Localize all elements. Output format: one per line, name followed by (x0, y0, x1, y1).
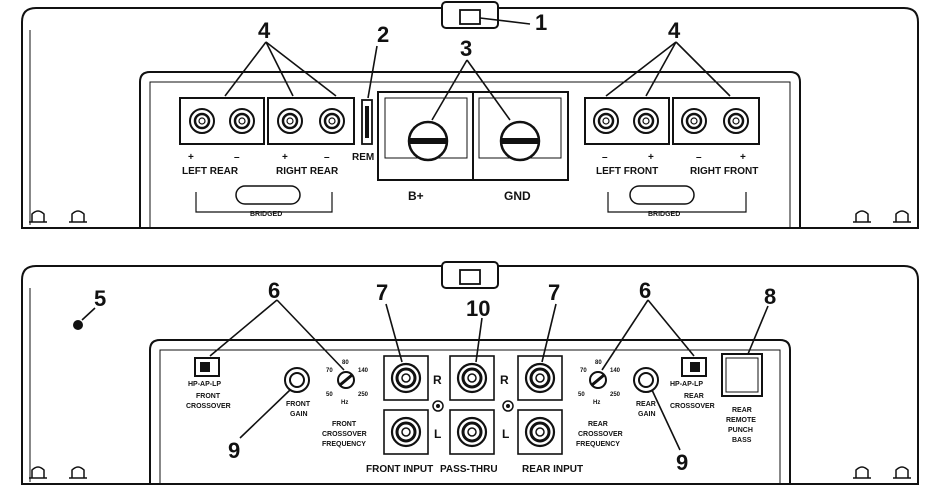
left-front-minus: – (602, 152, 608, 163)
callout-1: 1 (535, 10, 547, 35)
label-l-2: L (502, 427, 509, 441)
rear-xf-1: REAR (588, 421, 608, 428)
punch-bass-1: REAR (732, 407, 752, 414)
right-front-label: RIGHT FRONT (690, 166, 758, 177)
front-dial-70: 70 (326, 368, 333, 374)
rear-gain-1: REAR (636, 401, 656, 408)
label-r-2: R (500, 373, 509, 387)
right-rear-label: RIGHT REAR (276, 166, 339, 177)
callout-3: 3 (460, 36, 472, 61)
rear-dial-80: 80 (595, 360, 602, 366)
front-crossover-1: FRONT (196, 393, 221, 400)
rem-label: REM (352, 152, 374, 163)
punch-bass-3: PUNCH (728, 427, 753, 434)
front-hp-ap-lp: HP-AP-LP (188, 381, 221, 388)
right-front-plus: + (740, 152, 746, 163)
front-xf-3: FREQUENCY (322, 441, 366, 448)
callout-4-left: 4 (258, 18, 271, 43)
rear-input-label: REAR INPUT (522, 464, 583, 475)
callout-7-left: 7 (376, 280, 388, 305)
callout-2: 2 (377, 22, 389, 47)
gnd-label: GND (504, 189, 531, 203)
callout-9-right: 9 (676, 450, 688, 475)
front-gain-1: FRONT (286, 401, 311, 408)
callout-5: 5 (94, 286, 106, 311)
rear-crossover-1: REAR (684, 393, 704, 400)
pass-thru-label: PASS-THRU (440, 464, 498, 475)
right-front-minus: – (696, 152, 702, 163)
front-crossover-2: CROSSOVER (186, 403, 231, 410)
bplus-label: B+ (408, 189, 424, 203)
bridged-label-right: BRIDGED (648, 211, 680, 218)
rear-dial-70: 70 (580, 368, 587, 374)
rear-crossover-2: CROSSOVER (670, 403, 715, 410)
front-dial-140: 140 (358, 368, 369, 374)
left-rear-minus: – (234, 152, 240, 163)
front-xf-2: CROSSOVER (322, 431, 367, 438)
front-dial-80: 80 (342, 360, 349, 366)
front-dial-50: 50 (326, 392, 333, 398)
callout-6-left: 6 (268, 278, 280, 303)
callout-9-left: 9 (228, 438, 240, 463)
bottom-panel (21, 261, 919, 485)
top-panel (21, 1, 919, 229)
rear-dial-hz: Hz (593, 400, 600, 406)
right-rear-plus: + (282, 152, 288, 163)
right-rear-minus: – (324, 152, 330, 163)
front-input-label: FRONT INPUT (366, 464, 433, 475)
rear-gain-2: GAIN (638, 411, 656, 418)
rear-dial-250: 250 (610, 392, 621, 398)
rear-dial-50: 50 (578, 392, 585, 398)
punch-bass-4: BASS (732, 437, 752, 444)
left-rear-plus: + (188, 152, 194, 163)
front-xf-1: FRONT (332, 421, 357, 428)
bridged-label-left: BRIDGED (250, 211, 282, 218)
rear-hp-ap-lp: HP-AP-LP (670, 381, 703, 388)
callout-4-right: 4 (668, 18, 681, 43)
left-rear-label: LEFT REAR (182, 166, 239, 177)
front-gain-2: GAIN (290, 411, 308, 418)
callout-6-right: 6 (639, 278, 651, 303)
punch-bass-2: REMOTE (726, 417, 756, 424)
left-front-plus: + (648, 152, 654, 163)
callout-10: 10 (466, 296, 490, 321)
front-dial-hz: Hz (341, 400, 348, 406)
rear-dial-140: 140 (610, 368, 621, 374)
rear-xf-2: CROSSOVER (578, 431, 623, 438)
callout-8: 8 (764, 284, 776, 309)
left-front-label: LEFT FRONT (596, 166, 658, 177)
front-dial-250: 250 (358, 392, 369, 398)
callout-7-right: 7 (548, 280, 560, 305)
label-l-1: L (434, 427, 441, 441)
label-r-1: R (433, 373, 442, 387)
rear-xf-3: FREQUENCY (576, 441, 620, 448)
